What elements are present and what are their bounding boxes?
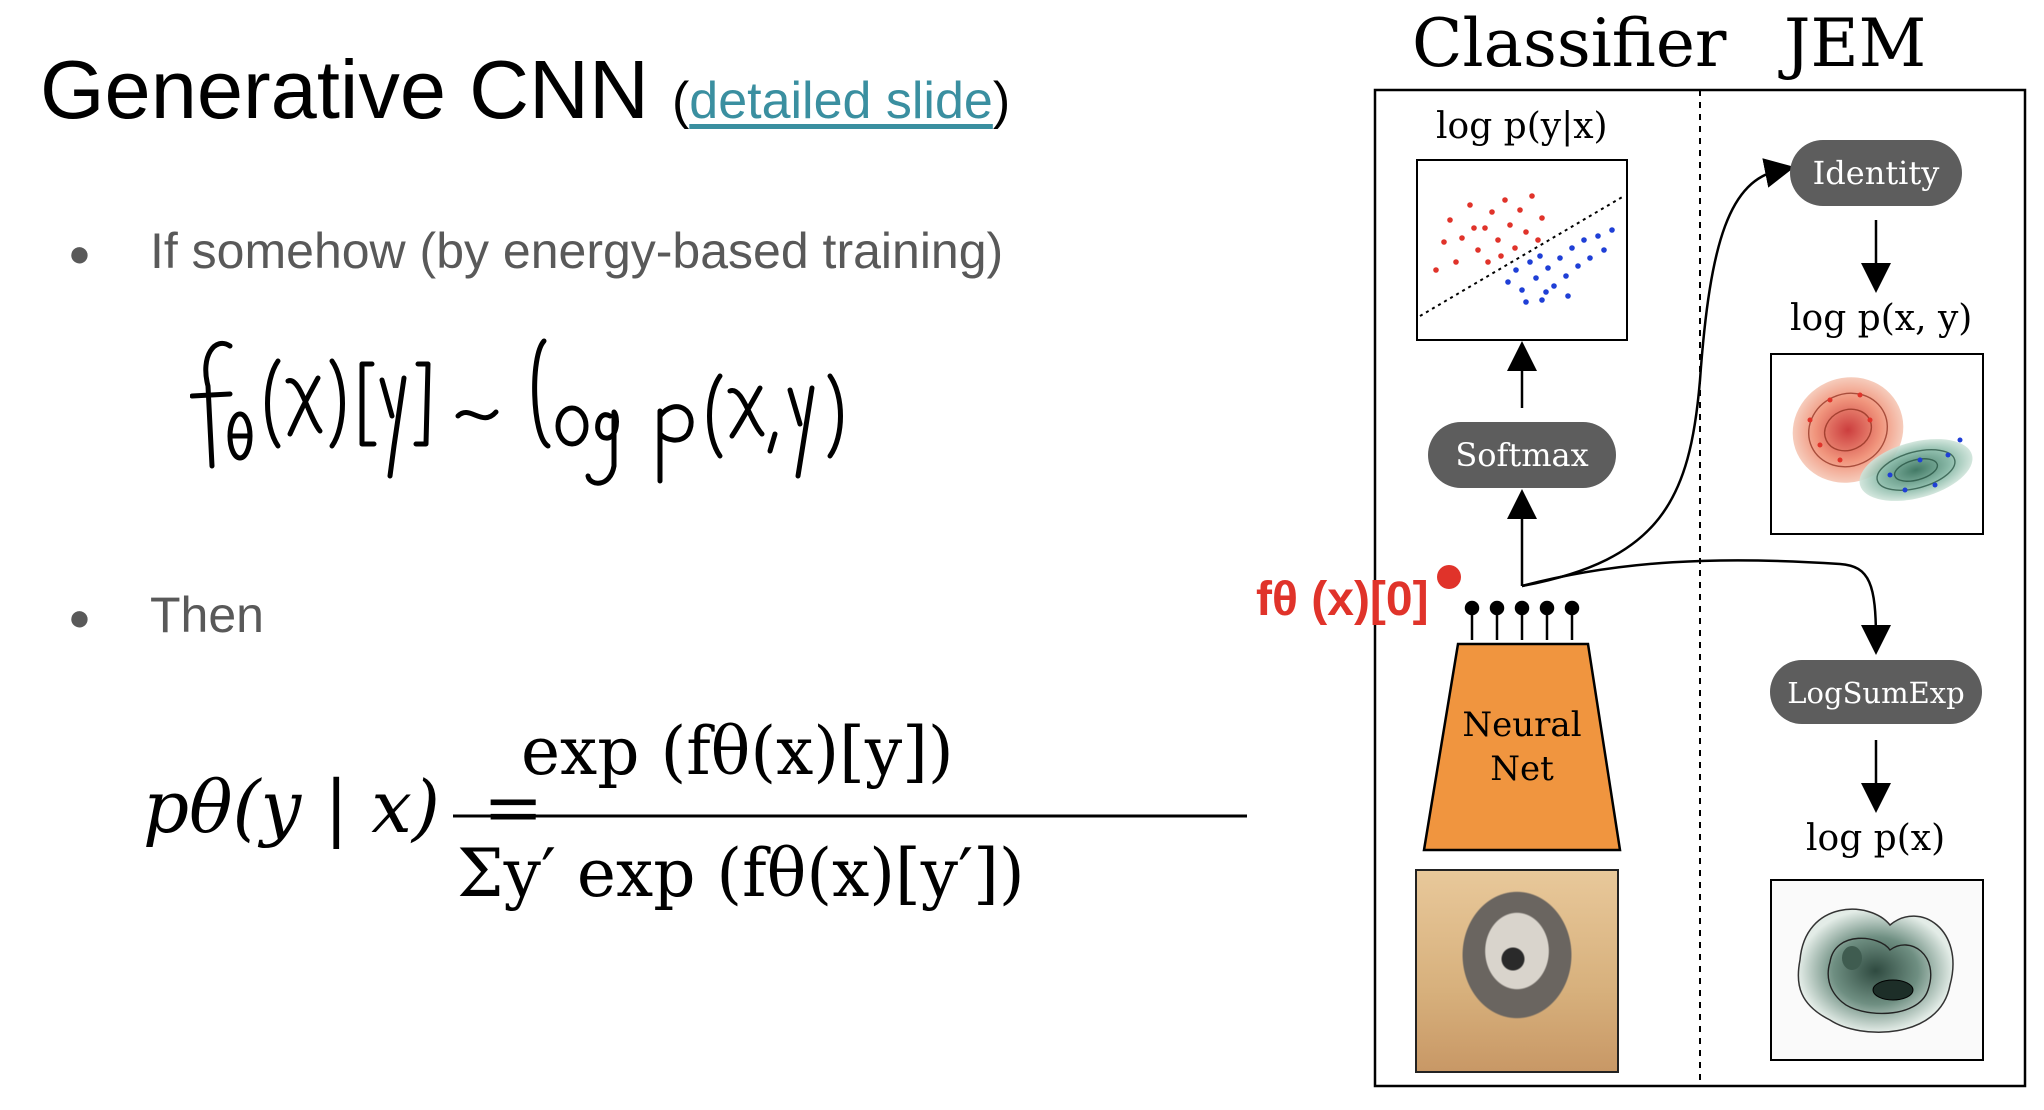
neural-net-label-1: Neural — [1462, 705, 1581, 745]
label-log-p-y-given-x: log p(y|x) — [1436, 106, 1608, 147]
formula-denominator: Σy′ exp (fθ(x)[y′]) — [457, 835, 1025, 912]
bullet-2-text: Then — [150, 587, 264, 643]
logit-annotation-text: fθ (x)[0] — [1256, 573, 1429, 626]
formula-eq: = — [483, 765, 543, 849]
softmax-formula: pθ(y | x) = exp (fθ(x)[y]) Σy′ exp (fθ(x… — [143, 713, 1247, 912]
arrow-to-identity — [1521, 158, 1795, 588]
classifier-scatter-plot — [1416, 159, 1628, 341]
slide-title: Generative CNN (detailed slide) — [40, 42, 1010, 138]
col-header-jem: JEM — [1778, 5, 1926, 82]
identity-label: Identity — [1813, 154, 1940, 192]
label-log-p-x: log p(x) — [1806, 818, 1945, 859]
highlight-dot — [1437, 565, 1461, 589]
formula-numerator: exp (fθ(x)[y]) — [521, 713, 954, 790]
bullet-2: ● Then — [68, 586, 264, 644]
bullet-dot-icon: ● — [68, 233, 91, 276]
softmax-label: Softmax — [1455, 436, 1588, 474]
slide-title-text: Generative CNN — [40, 43, 649, 136]
col-header-classifier: Classifier — [1412, 5, 1727, 82]
softmax-node: Softmax — [1428, 422, 1616, 488]
bullet-1-text: If somehow (by energy-based training) — [150, 223, 1004, 279]
formula-lhs: pθ(y | x) — [143, 765, 440, 849]
arrow-to-logsumexp — [1521, 559, 1891, 655]
logit-annotation: fθ (x)[0] — [1256, 572, 1429, 627]
neural-net-label-2: Net — [1490, 749, 1554, 789]
bullet-dot-icon: ● — [68, 597, 91, 640]
logit-outputs — [1464, 600, 1580, 640]
paren-close: ) — [992, 72, 1011, 130]
detailed-slide-link[interactable]: detailed slide — [689, 72, 993, 130]
detailed-slide-wrapper: (detailed slide) — [672, 72, 1010, 130]
paren-open: ( — [671, 72, 690, 130]
label-log-p-x-y: log p(x, y) — [1790, 298, 1972, 339]
bullet-1: ● If somehow (by energy-based training) — [68, 222, 1003, 280]
marginal-density-plot — [1770, 879, 1984, 1061]
logsumexp-node: LogSumExp — [1770, 660, 1982, 724]
neural-net-block: Neural Net — [1422, 642, 1622, 852]
logsumexp-label: LogSumExp — [1787, 676, 1964, 710]
input-image-raccoon — [1415, 869, 1619, 1073]
handwritten-equation — [190, 338, 843, 486]
joint-density-plot — [1770, 353, 1984, 535]
identity-node: Identity — [1790, 140, 1962, 206]
